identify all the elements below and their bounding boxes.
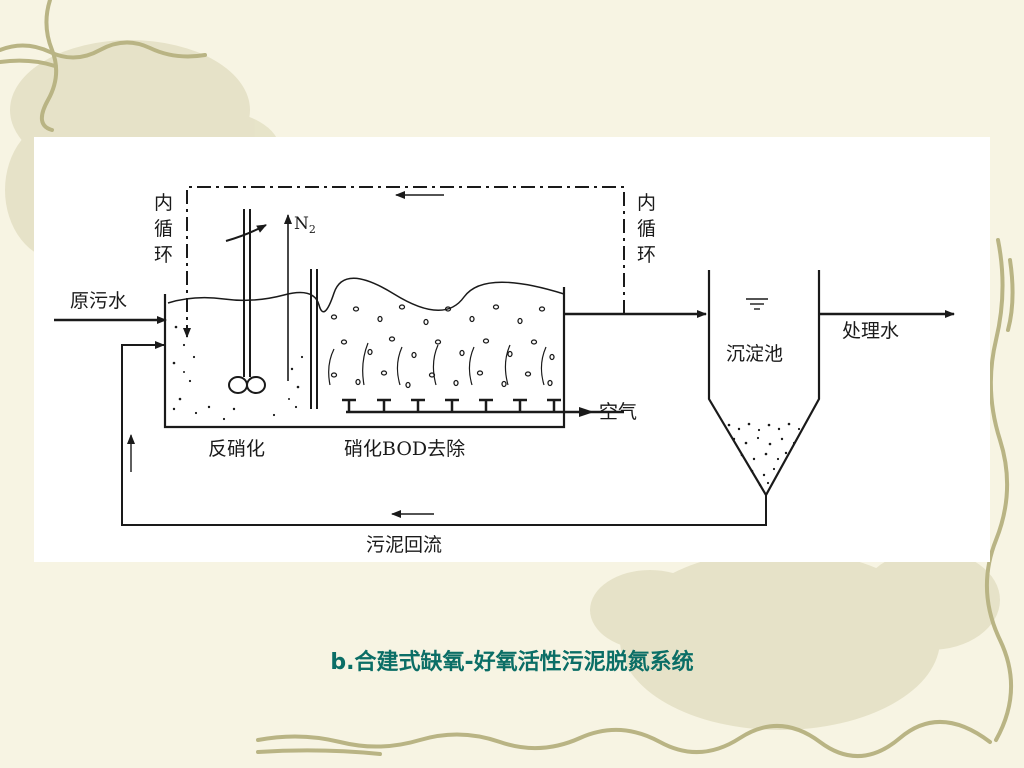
vine-right: [984, 238, 1015, 742]
air-diffusers: [342, 398, 561, 412]
caption-text: 合建式缺氧-好氧活性污泥脱氮系统: [354, 650, 694, 675]
vine-top: [0, 0, 207, 132]
inner-circulation-label-left: 内 循 环: [154, 192, 173, 266]
denitrification-label: 反硝化: [208, 438, 265, 460]
raw-sewage-label: 原污水: [70, 290, 127, 312]
reaction-tank: [163, 287, 566, 429]
clarifier-sludge: [727, 422, 801, 487]
mixer-icon: [225, 209, 267, 394]
inner-circulation-label-right: 内 循 环: [637, 192, 656, 266]
clarifier-label: 沉淀池: [726, 343, 783, 365]
anoxic-zone-sludge: [172, 325, 304, 421]
n2-label-main: N: [294, 214, 309, 234]
diagram-panel: 内 循 环 内 循 环 N2 原污水 处理水 沉淀池 空气 反硝化 硝化BOD去…: [34, 137, 990, 562]
process-diagram: 内 循 环 内 循 环 N2 原污水 处理水 沉淀池 空气 反硝化 硝化BOD去…: [54, 186, 955, 556]
sludge-return-label: 污泥回流: [366, 534, 442, 556]
inner-circ-left-char-2: 循: [154, 218, 173, 240]
aeration-plumes: [328, 342, 547, 386]
clarifier-water-level: [746, 298, 768, 310]
caption-prefix: b.: [330, 650, 355, 675]
n2-label: N2: [294, 214, 316, 236]
inner-circ-left-char-3: 环: [154, 244, 173, 266]
inner-circ-left-char-1: 内: [154, 192, 173, 214]
air-supply-arrowhead: [579, 407, 594, 417]
water-surface: [167, 277, 565, 313]
figure-caption: b.合建式缺氧-好氧活性污泥脱氮系统: [0, 644, 1024, 676]
inner-circ-right-char-2: 循: [637, 218, 656, 240]
aerobic-zone-sludge: [330, 304, 555, 389]
internal-recirculation-loop: [183, 186, 625, 338]
air-label: 空气: [599, 401, 637, 423]
inner-circ-right-char-3: 环: [637, 244, 656, 266]
nitrification-bod-label: 硝化BOD去除: [344, 438, 465, 460]
n2-label-subscript: 2: [309, 223, 316, 236]
sludge-return-line: [121, 341, 767, 526]
treated-water-label: 处理水: [842, 320, 899, 342]
inner-circ-right-char-1: 内: [637, 192, 656, 214]
vine-bottom: [256, 719, 992, 758]
